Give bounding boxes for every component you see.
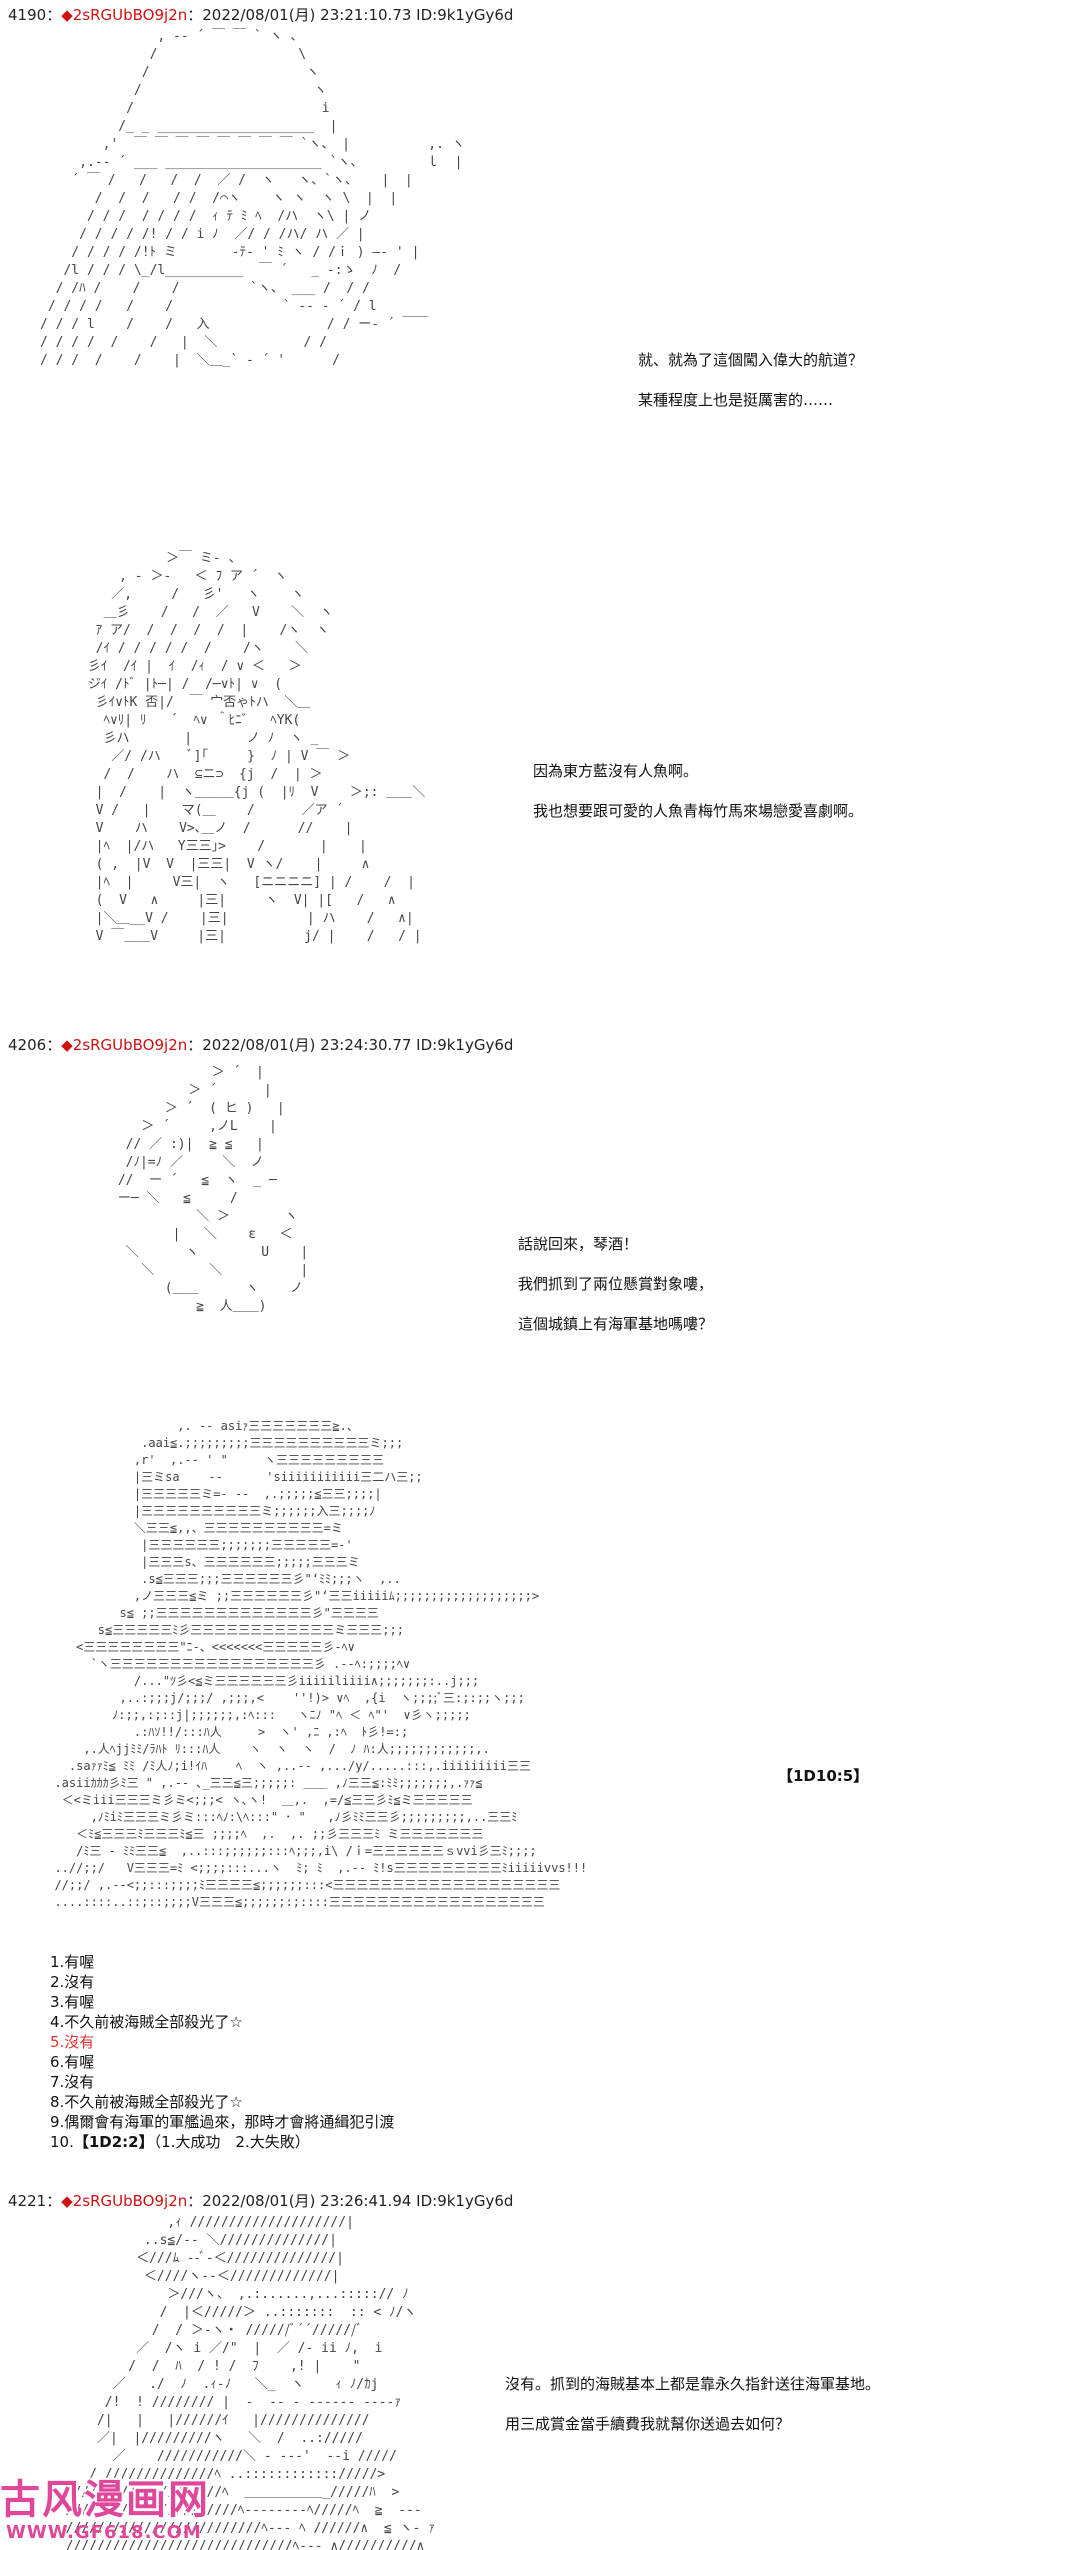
- choice-item: 4.不久前被海賊全部殺光了☆: [50, 2013, 243, 2031]
- post-header: 4190：◆2sRGUbBO9j2n：2022/08/01(月) 23:21:1…: [8, 4, 513, 25]
- dialog-box: 話說回來，琴酒！ 我們抓到了兩位懸賞對象嘍， 這個城鎮上有海軍基地嗎嘍？: [518, 1224, 713, 1344]
- trip-diamond: ◆: [61, 6, 73, 24]
- dialog-line: 我們抓到了兩位懸賞對象嘍，: [518, 1275, 714, 1293]
- ascii-art-fish-man: ＞￣ ミ‐ 、 , ‐ ＞‐ ＜ ﾌ ア ´ ヽ ／, / 彡' ヽ ヽ ＿彡 …: [87, 551, 426, 944]
- dice-result: 【1D10:5】: [778, 1767, 869, 1785]
- choice-item: 2.沒有: [50, 1973, 95, 1991]
- choice-item: 8.不久前被海賊全部殺光了☆: [50, 2093, 243, 2111]
- trip-diamond: ◆: [61, 1036, 73, 1054]
- dialog-box: 沒有。抓到的海賊基本上都是靠永久指針送往海軍基地。 用三成賞金當手續費我就幫你送…: [505, 2364, 880, 2444]
- trip-diamond: ◆: [61, 2192, 73, 2210]
- post-separator: ：: [46, 2192, 62, 2210]
- ascii-art-bottom: ,ｨ ////////////////////| ..s≦/‐‐ ＼//////…: [65, 2215, 435, 2550]
- dialog-line: 這個城鎮上有海軍基地嗎嘍？: [518, 1315, 714, 1333]
- dialog-line: 就、就為了這個闖入偉大的航道？: [638, 351, 864, 369]
- trip-code[interactable]: 2sRGUbBO9j2n: [72, 1036, 188, 1054]
- dialog-line: 我也想要跟可愛的人魚青梅竹馬來場戀愛喜劇啊。: [533, 802, 864, 820]
- post-separator: ：: [46, 6, 62, 24]
- dialog-line: 某種程度上也是挺厲害的……: [638, 391, 834, 409]
- dialog-box: 就、就為了這個闖入偉大的航道？ 某種程度上也是挺厲害的……: [638, 340, 863, 420]
- post-number: 4221: [8, 2192, 47, 2210]
- dialog-line: 沒有。抓到的海賊基本上都是靠永久指針送往海軍基地。: [505, 2375, 881, 2393]
- post-datetime-id: ：2022/08/01(月) 23:26:41.94 ID:9k1yGy6d: [187, 2192, 514, 2210]
- post-header: 4206：◆2sRGUbBO9j2n：2022/08/01(月) 23:24:3…: [8, 1034, 513, 1055]
- trip-code[interactable]: 2sRGUbBO9j2n: [72, 6, 188, 24]
- post-datetime-id: ：2022/08/01(月) 23:21:10.73 ID:9k1yGy6d: [187, 6, 514, 24]
- post-separator: ：: [46, 1036, 62, 1054]
- dialog-box: 因為東方藍沒有人魚啊。 我也想要跟可愛的人魚青梅竹馬來場戀愛喜劇啊。: [533, 751, 863, 831]
- watermark-url: WWW.GF618.COM: [6, 2522, 202, 2543]
- ascii-art-figure-smile: ＞ ´ | ＞ ´ | ＞ ´ ( ヒ ) | ＞ ´ ,ノL | // ／ :…: [117, 1065, 309, 1314]
- choice-item: 9.偶爾會有海軍的軍艦過來，那時才會將通緝犯引渡: [50, 2113, 395, 2131]
- choice-item: 7.沒有: [50, 2073, 95, 2091]
- ascii-art-hat-face: , -‐ ´ ￣ ￣ ` ヽ 、 / \ / ヽ / ヽ / i /_ _ __…: [40, 29, 465, 368]
- ascii-art-jinnai-hat: ,. -‐ asiｧ三三三三三三三≧.、 .aai≦.;;;;;;;;;三三三三…: [54, 1419, 588, 1909]
- choice-dice: 【1D2:2】: [73, 2133, 154, 2151]
- post-number: 4206: [8, 1036, 47, 1054]
- choice-item: 3.有喔: [50, 1993, 95, 2011]
- choice-item-selected: 5.沒有: [50, 2033, 95, 2051]
- dialog-line: 話說回來，琴酒！: [518, 1235, 639, 1253]
- choice-prefix: 10.: [50, 2133, 74, 2151]
- choice-list: 1.有喔 2.沒有 3.有喔 4.不久前被海賊全部殺光了☆ 5.沒有 6.有喔 …: [50, 1952, 394, 2152]
- choice-item: 1.有喔: [50, 1953, 95, 1971]
- post-header: 4221：◆2sRGUbBO9j2n：2022/08/01(月) 23:26:4…: [8, 2190, 513, 2211]
- choice-item: 6.有喔: [50, 2053, 95, 2071]
- trip-code[interactable]: 2sRGUbBO9j2n: [72, 2192, 188, 2210]
- choice-rest: （1.大成功 2.大失敗）: [153, 2133, 310, 2151]
- post-datetime-id: ：2022/08/01(月) 23:24:30.77 ID:9k1yGy6d: [187, 1036, 514, 1054]
- watermark-title: 古风漫画网: [0, 2476, 210, 2523]
- choice-item-last: 10.【1D2:2】（1.大成功 2.大失敗）: [50, 2132, 394, 2152]
- dialog-line: 用三成賞金當手續費我就幫你送過去如何？: [505, 2415, 791, 2433]
- post-number: 4190: [8, 6, 47, 24]
- dialog-line: 因為東方藍沒有人魚啊。: [533, 762, 699, 780]
- site-watermark: 古风漫画网 WWW.GF618.COM: [0, 2478, 230, 2550]
